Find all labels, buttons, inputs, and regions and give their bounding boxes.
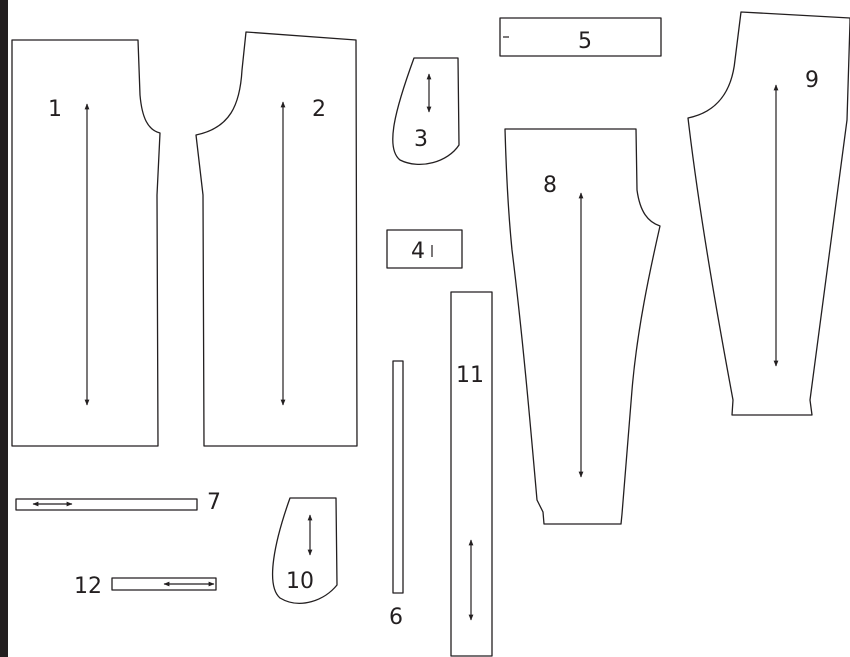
pattern-piece-6: 6 [389, 360, 404, 630]
pattern-piece-4: 4 [386, 229, 463, 269]
pattern-piece-12: 12 [74, 574, 217, 599]
piece-3-outline [392, 57, 460, 165]
piece-7-label: 7 [207, 490, 221, 515]
piece-11-outline [450, 291, 493, 657]
pattern-piece-1: 1 [11, 39, 161, 447]
piece-6-outline [392, 360, 404, 594]
pattern-piece-9: 9 [687, 11, 850, 416]
piece-2-label: 2 [312, 97, 326, 122]
piece-7-outline [15, 498, 198, 511]
piece-1-label: 1 [48, 97, 62, 122]
pattern-piece-11: 11 [450, 291, 493, 657]
piece-9-outline [687, 11, 850, 416]
piece-1-outline [11, 39, 161, 447]
pattern-piece-2: 2 [195, 31, 358, 447]
left-frame-bar [0, 0, 8, 657]
piece-2-outline [195, 31, 358, 447]
piece-11-label: 11 [456, 363, 484, 388]
pattern-piece-7: 7 [15, 490, 221, 515]
piece-8-outline [504, 128, 661, 525]
piece-3-label: 3 [414, 127, 428, 152]
pattern-piece-10: 10 [271, 497, 338, 604]
piece-10-outline [271, 497, 338, 604]
piece-4-label: 4 [411, 239, 425, 264]
pattern-piece-8: 8 [504, 128, 661, 525]
piece-9-label: 9 [805, 68, 819, 93]
piece-6-label: 6 [389, 605, 403, 630]
piece-10-label: 10 [286, 569, 314, 594]
piece-5-label: 5 [578, 29, 592, 54]
pattern-piece-3: 3 [392, 57, 460, 165]
piece-8-label: 8 [543, 173, 557, 198]
piece-12-outline [111, 577, 217, 591]
piece-5-outline [499, 17, 662, 57]
pattern-piece-5: 5 [499, 17, 662, 57]
piece-12-label: 12 [74, 574, 102, 599]
piece-4-outline [386, 229, 463, 269]
